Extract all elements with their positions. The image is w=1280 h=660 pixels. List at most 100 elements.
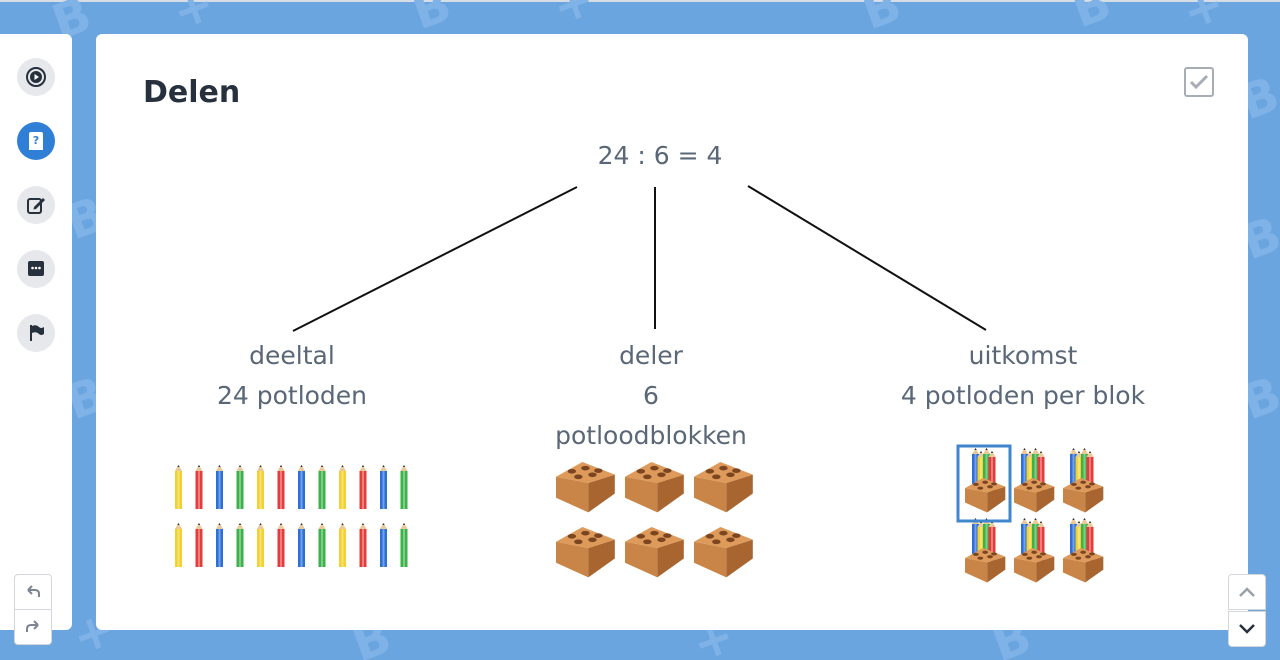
pencil: [1026, 521, 1034, 561]
pencil: [380, 465, 387, 509]
pencil-block: [625, 527, 684, 578]
quotient-label: uitkomst 4 potloden per blok: [823, 336, 1223, 416]
pencil: [988, 451, 996, 491]
pencil: [236, 523, 244, 567]
pencil-block: [625, 462, 684, 513]
sidebar-item-questions[interactable]: ?: [17, 122, 55, 160]
quotient-value: 4 potloden per blok: [900, 381, 1146, 410]
divisor-label: deler 6 potloodblokken: [451, 336, 851, 456]
block-with-pencils: [1014, 518, 1055, 583]
checkmark-icon: [1189, 74, 1209, 90]
pencil: [972, 448, 979, 488]
pencils-illustration: [175, 465, 408, 567]
flag-icon: [30, 325, 44, 341]
pencil: [1070, 448, 1077, 488]
pencil-block: [965, 548, 1006, 583]
sidebar: ?: [0, 34, 72, 645]
edit-icon: [27, 198, 45, 214]
pencil-block: [556, 527, 615, 578]
pencil: [318, 465, 326, 509]
pencil: [175, 523, 182, 567]
sidebar-item-edit[interactable]: [17, 186, 55, 224]
play-circle-icon: [26, 67, 46, 87]
pencil: [236, 465, 244, 509]
pencil: [1037, 451, 1045, 491]
pencil-block: [694, 462, 753, 513]
top-border: [0, 0, 1280, 2]
chevron-down-icon: [1239, 624, 1255, 634]
pencil: [216, 523, 223, 567]
pencil: [400, 465, 408, 509]
dividend-value: 24 potloden: [216, 381, 368, 410]
quotient-term: uitkomst: [968, 341, 1078, 370]
dividend-term: deeltal: [249, 341, 335, 370]
chat-icon: [28, 261, 44, 276]
page-title: Delen: [143, 75, 241, 110]
pencil-block: [556, 462, 615, 513]
pencil: [1081, 448, 1088, 488]
sidebar-item-flag[interactable]: [17, 314, 55, 352]
pencil-block: [1014, 548, 1055, 583]
pencil: [257, 523, 264, 567]
pencil: [1075, 451, 1083, 491]
pencil: [1086, 521, 1094, 561]
block-with-pencils: [1063, 518, 1104, 583]
block-with-pencils: [965, 448, 1006, 513]
pencil: [195, 523, 203, 567]
svg-text:+: +: [545, 0, 602, 36]
pencil: [339, 523, 346, 567]
sidebar-item-chat[interactable]: [17, 250, 55, 288]
pencil: [298, 523, 305, 567]
pencil: [175, 465, 182, 509]
question-book-icon: ?: [29, 132, 43, 150]
pencil: [195, 465, 203, 509]
undo-button[interactable]: [14, 574, 52, 610]
pencil: [977, 451, 985, 491]
pencil: [983, 448, 990, 488]
pencil: [1070, 518, 1077, 558]
block-with-pencils: [1063, 448, 1104, 513]
pencil-block: [1014, 478, 1055, 513]
pencil: [1086, 451, 1094, 491]
pencil-block: [1063, 548, 1104, 583]
undo-icon: [27, 585, 40, 597]
pencil: [1021, 448, 1028, 488]
svg-text:?: ?: [33, 134, 39, 147]
pencil-block: [694, 527, 753, 578]
lesson-card: Delen 24 : 6 = 4 deeltal 24 potloden del…: [96, 34, 1248, 630]
pencil: [1075, 521, 1083, 561]
block-with-pencils: [965, 518, 1006, 583]
pencil: [1026, 451, 1034, 491]
pencil: [1021, 518, 1028, 558]
check-button[interactable]: [1184, 67, 1214, 97]
divisor-unit: potloodblokken: [555, 421, 747, 450]
highlight-frame: [956, 444, 1012, 523]
redo-icon: [26, 620, 39, 632]
redo-button[interactable]: [14, 609, 52, 645]
chevron-up-icon: [1239, 587, 1255, 597]
pencil: [1032, 518, 1039, 558]
pencil: [1081, 518, 1088, 558]
pencil-block: [1063, 478, 1104, 513]
pencil: [216, 465, 223, 509]
previous-button[interactable]: [1228, 574, 1266, 610]
divisor-value: 6: [643, 381, 659, 410]
pencil: [298, 465, 305, 509]
pencil: [257, 465, 264, 509]
pencil: [359, 465, 367, 509]
next-button[interactable]: [1228, 611, 1266, 647]
pencil-blocks-illustration: [556, 462, 753, 578]
pencil: [277, 523, 285, 567]
sidebar-item-play[interactable]: [17, 58, 55, 96]
block-with-pencils: [1014, 448, 1055, 513]
pencil: [359, 523, 367, 567]
dividend-label: deeltal 24 potloden: [92, 336, 492, 416]
connector-lines: [292, 185, 987, 332]
pencil: [400, 523, 408, 567]
pencil-block: [965, 478, 1006, 513]
pencil: [277, 465, 285, 509]
divisor-term: deler: [619, 341, 683, 370]
pencil: [1037, 521, 1045, 561]
filled-blocks-illustration: [956, 444, 1104, 583]
pencil: [380, 523, 387, 567]
